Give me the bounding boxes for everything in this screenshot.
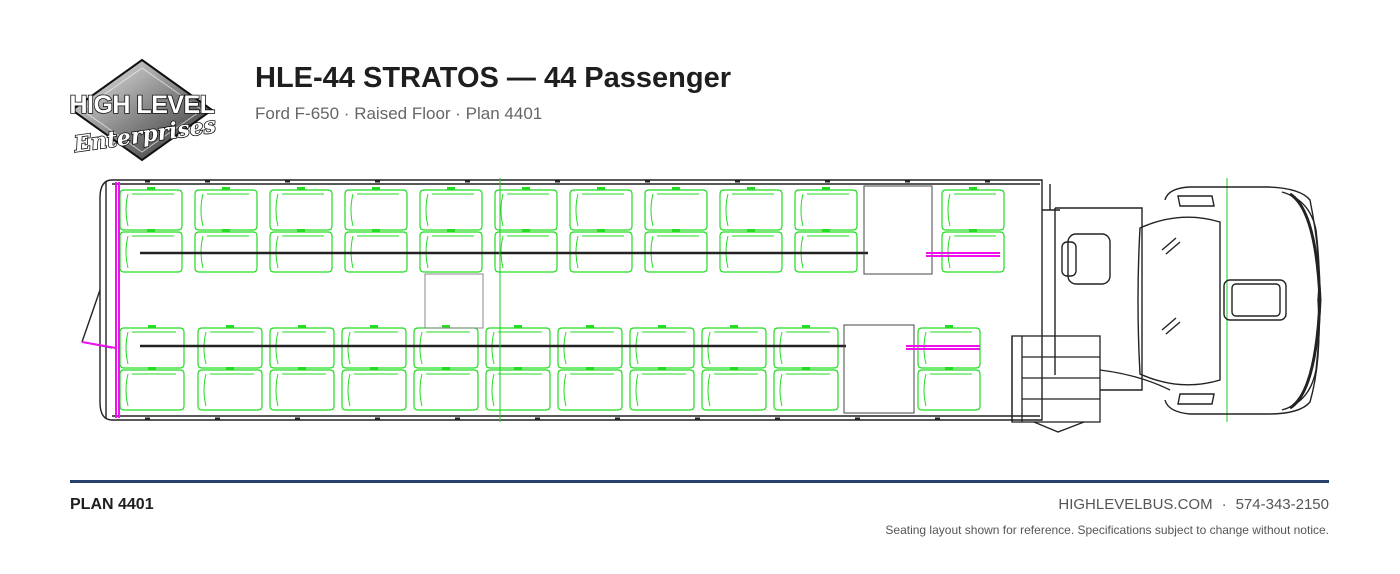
seat: [773, 325, 839, 369]
seat: [485, 367, 551, 411]
cab-outline: [1055, 186, 1322, 415]
restraint-markers: [81, 182, 1000, 418]
seat: [719, 229, 783, 273]
seat: [341, 325, 407, 369]
seat: [269, 325, 335, 369]
seat: [941, 187, 1005, 231]
grab-rails: [140, 251, 868, 348]
seat: [413, 367, 479, 411]
passenger-seats: [119, 187, 1005, 411]
seat: [719, 187, 783, 231]
svg-text:HIGH LEVEL: HIGH LEVEL: [69, 91, 214, 119]
seat: [701, 367, 767, 411]
seat: [917, 367, 981, 411]
seat: [644, 187, 708, 231]
seat: [197, 367, 263, 411]
seat: [269, 367, 335, 411]
seat: [197, 325, 263, 369]
footer-divider: [70, 480, 1329, 483]
contact-info: HIGHLEVELBUS.COM · 574-343-2150: [1058, 496, 1329, 513]
seat: [794, 229, 858, 273]
seat: [269, 187, 333, 231]
seat: [701, 325, 767, 369]
entry-steps: [1011, 335, 1171, 433]
logo-emblem: HIGH LEVEL Enterprises: [69, 58, 218, 162]
company-logo: HIGH LEVEL Enterprises: [66, 58, 218, 162]
seat: [557, 367, 623, 411]
seat: [419, 229, 483, 273]
bus-body-outline: [81, 179, 1060, 421]
axle-lines: [499, 178, 1228, 422]
seat: [773, 367, 839, 411]
seat: [119, 367, 185, 411]
seat: [419, 187, 483, 231]
plan-label: PLAN 4401: [70, 496, 154, 513]
seat: [569, 187, 633, 231]
disclaimer-text: Seating layout shown for reference. Spec…: [885, 523, 1329, 537]
seat: [644, 229, 708, 273]
seat: [494, 229, 558, 273]
seat: [569, 229, 633, 273]
seat: [794, 187, 858, 231]
seat: [269, 229, 333, 273]
page-subtitle: Ford F-650 · Raised Floor · Plan 4401: [255, 104, 543, 123]
page-title: HLE-44 STRATOS — 44 Passenger: [255, 62, 731, 94]
seat: [557, 325, 623, 369]
seat: [629, 367, 695, 411]
bus-floor-plan: [0, 170, 1400, 440]
floor-plan-drawing: [81, 178, 1322, 433]
seat: [344, 187, 408, 231]
phone-number: 574-343-2150: [1235, 496, 1329, 513]
seat: [194, 187, 258, 231]
seat: [119, 187, 183, 231]
website-text: HIGHLEVELBUS.COM: [1058, 496, 1213, 513]
seat: [941, 229, 1005, 273]
contact-separator: ·: [1221, 496, 1227, 513]
seat: [341, 367, 407, 411]
seat: [629, 325, 695, 369]
seat: [413, 325, 479, 369]
seat: [485, 325, 551, 369]
seat: [194, 229, 258, 273]
seat: [119, 325, 185, 369]
window-ticks: [145, 179, 990, 421]
seat: [494, 187, 558, 231]
seat: [344, 229, 408, 273]
seat: [119, 229, 183, 273]
wheelchair-positions: [424, 185, 933, 414]
